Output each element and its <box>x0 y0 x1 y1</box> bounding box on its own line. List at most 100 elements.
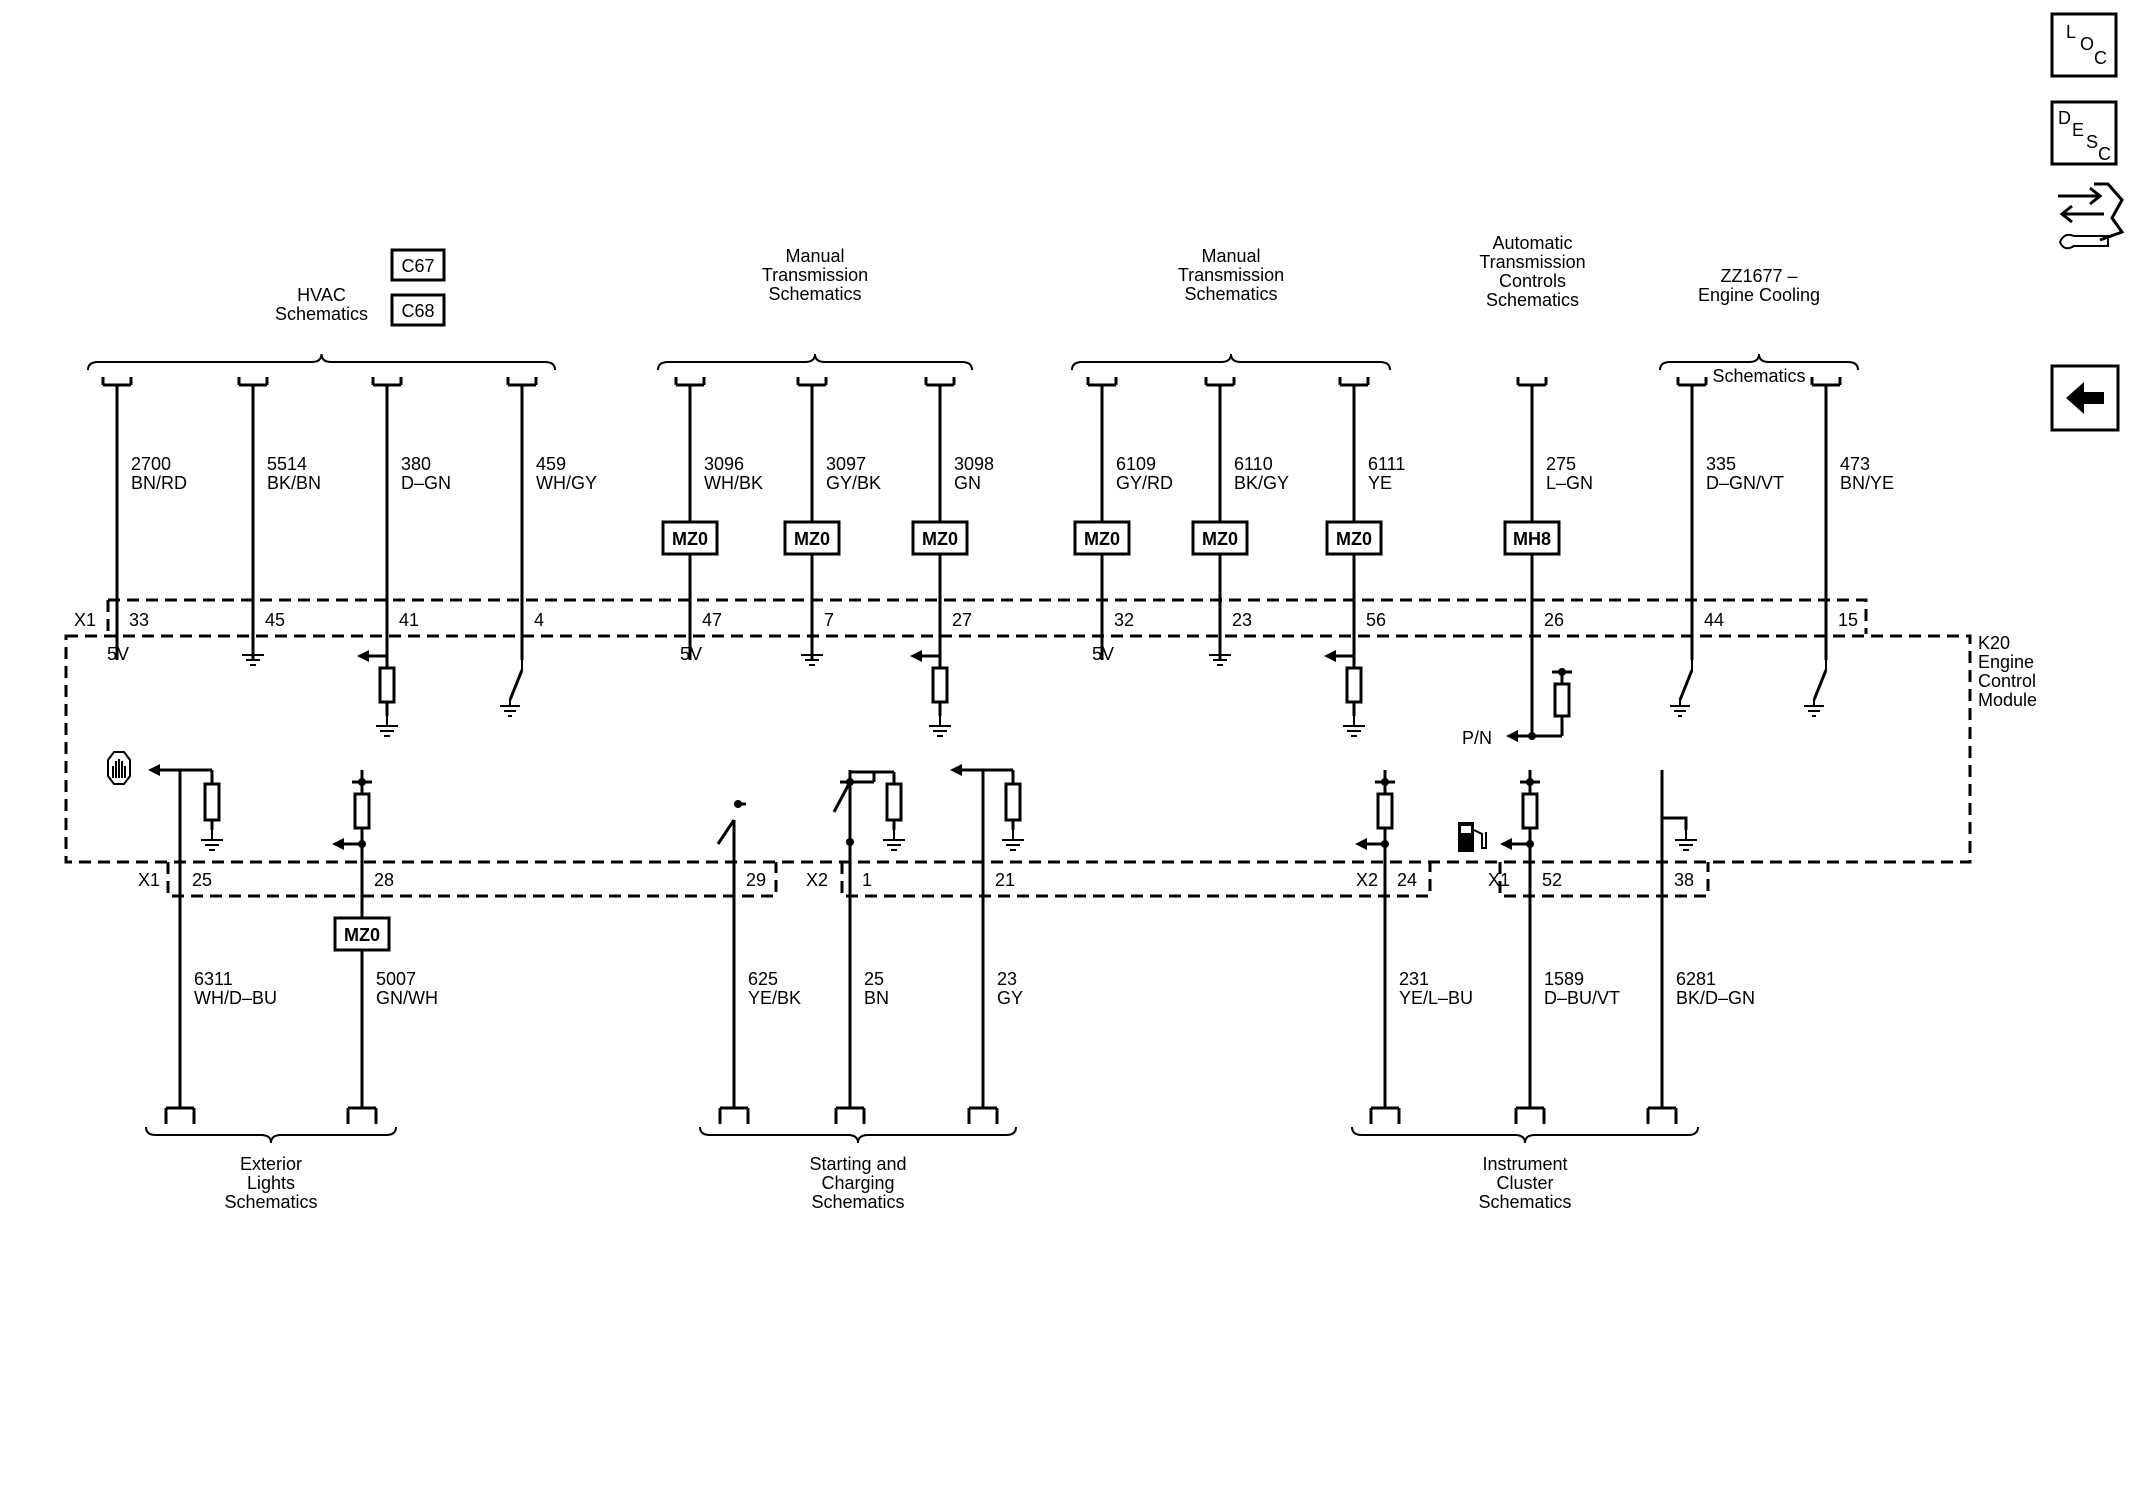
pin-number: 26 <box>1544 610 1564 630</box>
circuit-number: 380 <box>401 454 431 474</box>
group-header-start: Starting and <box>809 1154 906 1174</box>
group-header-mtx2: Manual <box>1201 246 1260 266</box>
group-header-ext: Schematics <box>224 1192 317 1212</box>
circuit-number: 3097 <box>826 454 866 474</box>
signal-arrow <box>332 838 344 850</box>
switch-blade <box>716 819 736 845</box>
pin-number: 41 <box>399 610 419 630</box>
wire-color: WH/D–BU <box>194 988 277 1008</box>
group-header-hvac: HVAC <box>297 285 346 305</box>
circuit-number: 473 <box>1840 454 1870 474</box>
option-label: MZ0 <box>1202 529 1238 549</box>
ground-symbol <box>929 716 951 737</box>
connector-ref-c67: C67 <box>390 248 446 282</box>
circuit-number: 3096 <box>704 454 744 474</box>
ground-symbol <box>1002 830 1024 851</box>
wire-color: BN <box>864 988 889 1008</box>
wire-color: D–BU/VT <box>1544 988 1620 1008</box>
circuit-number: 6109 <box>1116 454 1156 474</box>
option-mz0: MZ0 <box>783 520 841 556</box>
pump-window <box>1461 826 1471 833</box>
circuit-number: 459 <box>536 454 566 474</box>
option-mz0: MZ0 <box>1325 520 1383 556</box>
circuit-number: 25 <box>864 969 884 989</box>
loc-letter: C <box>2094 48 2107 68</box>
group-header-start: Schematics <box>811 1192 904 1212</box>
loc-button[interactable]: LOC <box>2050 12 2118 78</box>
ground-symbol <box>1343 716 1365 737</box>
circuit-number: 231 <box>1399 969 1429 989</box>
wire-color: D–GN <box>401 473 451 493</box>
pull-up-resistor <box>1376 792 1394 830</box>
circuit-number: 6311 <box>194 969 233 989</box>
group-bracket-cool <box>1659 353 1859 371</box>
back-arrow-shape <box>2066 382 2104 414</box>
signal-arrow <box>1500 838 1512 850</box>
stop-hand-icon <box>107 751 131 785</box>
bottom-connector-id: X1 <box>138 870 160 890</box>
ground-symbol <box>801 645 823 666</box>
switch-blade <box>1812 669 1828 701</box>
option-label: MZ0 <box>1084 529 1120 549</box>
pin-number: 56 <box>1366 610 1386 630</box>
option-label: MH8 <box>1513 529 1551 549</box>
option-box-frame <box>1503 520 1561 556</box>
junction-dot <box>358 840 366 848</box>
signal-arrow <box>357 650 369 662</box>
pin-number: 44 <box>1704 610 1724 630</box>
signal-arrow <box>1506 730 1518 742</box>
option-box-frame <box>661 520 719 556</box>
option-mh8: MH8 <box>1503 520 1561 556</box>
wire-color: WH/BK <box>704 473 763 493</box>
ground-symbol <box>1209 645 1231 666</box>
group-header-ext: Exterior <box>240 1154 302 1174</box>
desc-letter: E <box>2072 120 2084 140</box>
signal-arrow <box>950 764 962 776</box>
back-button[interactable] <box>2050 364 2120 432</box>
group-header-ipc: Instrument <box>1482 1154 1567 1174</box>
group-header-start: Charging <box>821 1173 894 1193</box>
pull-down-resistor <box>1345 666 1363 704</box>
connector-ref-label: C67 <box>401 256 434 276</box>
top-connector-id: X1 <box>74 610 96 630</box>
module-name: Engine <box>1978 652 2034 672</box>
arrow-left-icon <box>2066 382 2104 414</box>
supply-5v-label: 5V <box>107 644 129 664</box>
repair-tools-icon[interactable] <box>2058 182 2125 250</box>
wrench-handle <box>2058 233 2109 250</box>
bottom-connector-id: X1 <box>1488 870 1510 890</box>
supply-5v-label: 5V <box>1092 644 1114 664</box>
group-header-mtx1: Transmission <box>762 265 868 285</box>
pin-number: 24 <box>1397 870 1417 890</box>
option-label: MZ0 <box>922 529 958 549</box>
ground-symbol <box>201 830 223 851</box>
pin-number: 21 <box>995 870 1015 890</box>
group-header-cool: Schematics <box>1712 366 1805 386</box>
group-header-hvac: Schematics <box>275 304 368 324</box>
group-bracket-ext <box>145 1126 397 1144</box>
desc-letter: S <box>2086 132 2098 152</box>
circuit-number: 1589 <box>1544 969 1584 989</box>
ground-symbol <box>242 645 264 666</box>
junction-dot <box>1528 732 1536 740</box>
group-header-cool: ZZ1677 – <box>1720 266 1797 286</box>
group-header-cool: Engine Cooling <box>1698 285 1820 305</box>
pin-number: 28 <box>374 870 394 890</box>
option-label: MZ0 <box>672 529 708 549</box>
junction-dot <box>1558 668 1566 676</box>
pin-number: 45 <box>265 610 285 630</box>
wire-color: YE <box>1368 473 1392 493</box>
switch-to-ground <box>1670 660 1694 717</box>
loc-letter: L <box>2066 22 2076 42</box>
loc-button-frame <box>2050 12 2118 78</box>
circuit-number: 335 <box>1706 454 1736 474</box>
